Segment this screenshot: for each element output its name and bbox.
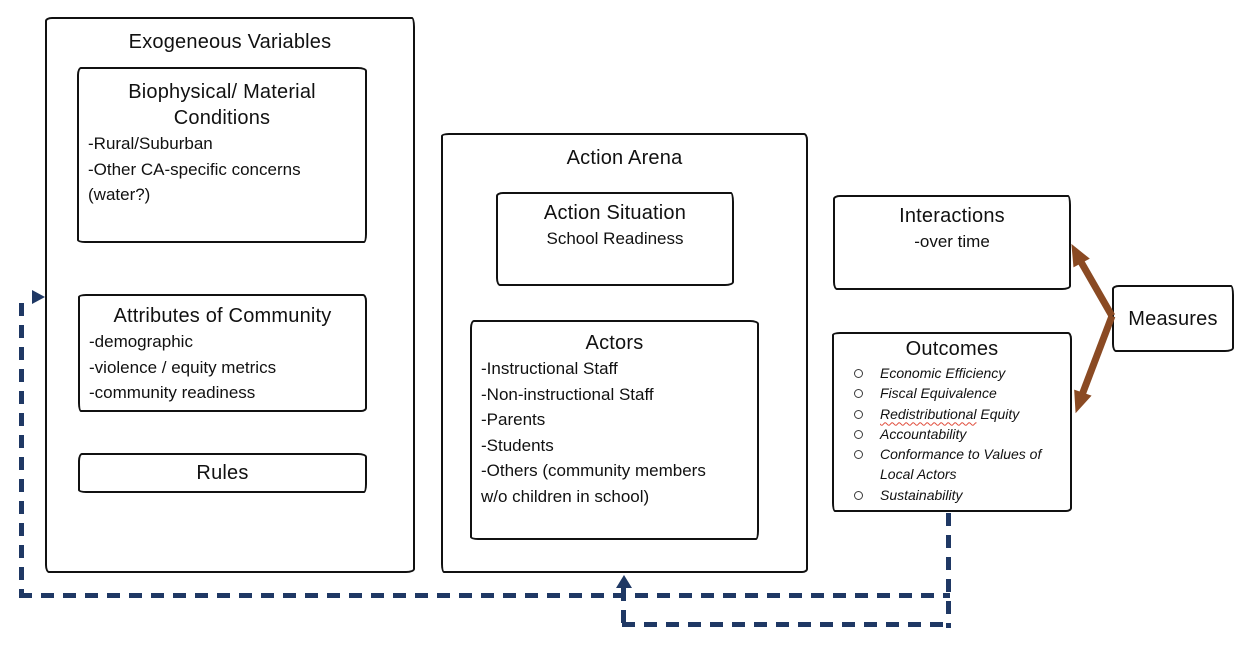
list-item: Sustainability bbox=[854, 485, 1068, 505]
measures-box: Measures bbox=[1112, 285, 1234, 352]
action-situation-title: Action Situation bbox=[543, 202, 687, 224]
feedback-arrowhead-into-action-arena bbox=[616, 575, 632, 588]
list-item: -Instructional Staff bbox=[481, 359, 618, 378]
circle-bullet-icon bbox=[854, 490, 863, 500]
action-arena-title: Action Arena bbox=[566, 147, 683, 169]
list-item: Redistributional Equity bbox=[854, 404, 1068, 424]
attributes-of-community-list: -demographic -violence / equity metrics … bbox=[80, 329, 365, 406]
interactions-subtitle: -over time bbox=[914, 232, 990, 251]
interactions-title: Interactions bbox=[899, 205, 1005, 227]
list-item: Accountability bbox=[854, 424, 1068, 444]
circle-bullet-icon bbox=[854, 389, 863, 399]
list-item: Conformance to Values of Local Actors bbox=[854, 444, 1068, 485]
feedback-line-bottom-short bbox=[622, 622, 951, 627]
feedback-line-to-action-arena bbox=[621, 588, 626, 624]
circle-bullet-icon bbox=[854, 450, 863, 460]
rules-box: Rules bbox=[78, 453, 367, 493]
feedback-line-bottom-long bbox=[19, 593, 950, 598]
circle-bullet-icon bbox=[854, 369, 863, 378]
action-situation-subtitle: School Readiness bbox=[546, 229, 684, 248]
misspelled-word: Redistributional bbox=[880, 405, 977, 422]
list-item: -Rural/Suburban bbox=[88, 134, 213, 153]
measures-arrows bbox=[1071, 243, 1116, 414]
outcomes-box: Outcomes Economic Efficiency Fiscal Equi… bbox=[832, 332, 1072, 512]
rules-title: Rules bbox=[196, 462, 249, 484]
attributes-of-community-title: Attributes of Community bbox=[113, 305, 332, 327]
list-item: -Students bbox=[481, 435, 554, 455]
biophysical-conditions-box: Biophysical/ Material Conditions -Rural/… bbox=[77, 67, 367, 243]
arrowhead-to-interactions bbox=[1071, 243, 1090, 268]
biophysical-conditions-title: Biophysical/ Material Conditions bbox=[128, 81, 316, 129]
arrowhead-to-outcomes bbox=[1074, 389, 1092, 414]
list-item: -violence / equity metrics bbox=[89, 357, 277, 377]
action-situation-box: Action Situation School Readiness bbox=[496, 192, 734, 286]
circle-bullet-icon bbox=[854, 409, 863, 419]
list-item: -Parents bbox=[481, 410, 546, 430]
actors-title: Actors bbox=[585, 332, 644, 354]
list-item: -Non-instructional Staff bbox=[481, 384, 654, 404]
feedback-line-left-vertical bbox=[19, 303, 24, 595]
actors-box: Actors -Instructional Staff -Non-instruc… bbox=[470, 320, 759, 540]
feedback-arrowhead-into-exogeneous bbox=[32, 290, 45, 304]
exogeneous-variables-title: Exogeneous Variables bbox=[128, 31, 332, 53]
feedback-line-from-outcomes bbox=[946, 513, 951, 628]
interactions-box: Interactions -over time bbox=[833, 195, 1071, 290]
attributes-of-community-box: Attributes of Community -demographic -vi… bbox=[78, 294, 367, 412]
circle-bullet-icon bbox=[854, 429, 863, 439]
list-item: -community readiness bbox=[89, 383, 256, 403]
list-item: -demographic bbox=[89, 332, 193, 351]
biophysical-conditions-list: -Rural/Suburban -Other CA-specific conce… bbox=[79, 131, 365, 208]
outcomes-title: Outcomes bbox=[905, 338, 999, 360]
actors-list: -Instructional Staff -Non-instructional … bbox=[472, 356, 757, 510]
outcomes-list: Economic Efficiency Fiscal Equivalence R… bbox=[834, 363, 1070, 505]
list-item: Economic Efficiency bbox=[854, 363, 1068, 383]
list-item: Fiscal Equivalence bbox=[854, 383, 1068, 403]
list-item: -Other CA-specific concerns (water?) bbox=[88, 159, 301, 205]
measures-title: Measures bbox=[1128, 307, 1218, 330]
list-item: -Others (community members w/o children … bbox=[481, 461, 706, 506]
